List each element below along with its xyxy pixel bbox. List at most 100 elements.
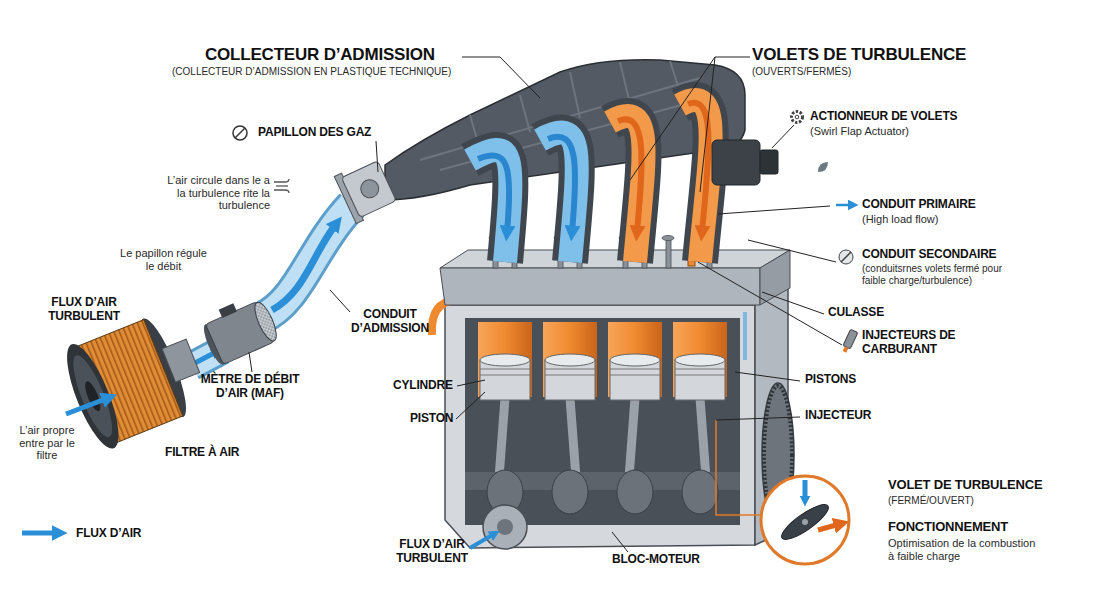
runner-1 bbox=[470, 150, 510, 262]
flow-arrow-sample bbox=[22, 531, 58, 536]
intake-duct bbox=[262, 205, 352, 318]
throttle-icon bbox=[233, 126, 247, 140]
runner-3 bbox=[610, 116, 644, 262]
engine-block bbox=[465, 318, 740, 525]
leader-lines bbox=[735, 372, 800, 381]
part-label: CONDUIT PRIMAIRE bbox=[862, 198, 975, 212]
throttle-icon bbox=[233, 126, 247, 140]
runner-1 bbox=[470, 150, 510, 262]
runner-4 bbox=[680, 100, 711, 262]
valves bbox=[666, 238, 671, 268]
wind-icon bbox=[274, 190, 289, 193]
flap-detail bbox=[803, 480, 808, 500]
part-label: PISTONS bbox=[805, 373, 856, 387]
gear-icon bbox=[792, 112, 803, 123]
detail-leader bbox=[716, 420, 761, 515]
runner-1 bbox=[478, 156, 509, 232]
part-heading: FONCTIONNEMENT bbox=[888, 520, 1008, 535]
part-heading: VOLETS DE TURBULENCE bbox=[752, 45, 966, 65]
part-label: CONDUIT D’ADMISSION bbox=[344, 308, 436, 336]
part-heading: VOLET DE TURBULENCE bbox=[888, 478, 1042, 493]
wind-icon bbox=[274, 179, 289, 182]
legend-text: FLUX D’AIR bbox=[76, 526, 141, 540]
legend-entry: FLUX D’AIR bbox=[18, 523, 141, 543]
crankshaft bbox=[552, 470, 588, 514]
leader-lines bbox=[762, 292, 824, 314]
valves bbox=[662, 236, 674, 241]
flap-detail bbox=[802, 519, 808, 525]
throttle-icon bbox=[235, 128, 245, 138]
leader-lines bbox=[457, 380, 485, 386]
air-filter bbox=[57, 304, 214, 454]
connecting-rods bbox=[499, 398, 706, 478]
leader-lines bbox=[700, 57, 715, 192]
part-label: PISTON bbox=[410, 412, 453, 426]
crank-pulley bbox=[483, 505, 527, 549]
part-subtitle: (COLLECTEUR D’ADMISSION EN PLASTIQUE TEC… bbox=[172, 66, 451, 78]
leader-lines bbox=[630, 57, 750, 180]
runner-3 bbox=[618, 119, 642, 232]
part-label: BLOC-MOTEUR bbox=[612, 553, 700, 567]
leader-lines bbox=[330, 290, 350, 312]
leader-lines bbox=[249, 352, 252, 372]
flap-detail bbox=[761, 476, 849, 564]
pistons bbox=[610, 369, 660, 375]
engine-block bbox=[743, 312, 747, 360]
part-subtitle: (High load flow) bbox=[862, 213, 938, 226]
part-label: MÈTRE DE DÉBIT D’AIR (MAF) bbox=[200, 373, 300, 401]
runner-3 bbox=[610, 116, 644, 262]
runner-4 bbox=[688, 103, 709, 232]
pistons bbox=[480, 354, 530, 366]
note-text: Le papillon régule le débit bbox=[116, 247, 211, 272]
note-text: L’air circule dans le a la turbulence ri… bbox=[164, 174, 270, 212]
flap-detail bbox=[761, 476, 849, 564]
wind-icon bbox=[276, 185, 288, 186]
connecting-rods bbox=[700, 398, 706, 478]
throttle-body bbox=[358, 177, 382, 201]
injector-icon bbox=[843, 329, 858, 349]
leader-lines bbox=[462, 57, 540, 98]
legend-swatch bbox=[18, 523, 70, 543]
pistons bbox=[545, 354, 595, 366]
pistons bbox=[545, 369, 595, 375]
part-heading: COLLECTEUR D’ADMISSION bbox=[205, 45, 435, 65]
part-label: INJECTEUR bbox=[805, 409, 871, 423]
throttle-body bbox=[341, 161, 396, 218]
gear-icon bbox=[792, 112, 803, 123]
primary-arrow-icon bbox=[836, 204, 852, 207]
crank-pulley bbox=[483, 505, 527, 549]
turbulent-arrow bbox=[470, 534, 494, 548]
flap-actuator bbox=[712, 140, 778, 185]
crank-pulley bbox=[497, 519, 513, 535]
part-label: CONDUIT SECONDAIRE bbox=[862, 248, 996, 262]
intake-duct bbox=[262, 205, 352, 318]
runner-2 bbox=[548, 137, 575, 232]
flap-actuator bbox=[760, 150, 778, 174]
part-subtitle: (FERMÉ/OUVERT) bbox=[888, 495, 974, 507]
flap-detail bbox=[818, 524, 840, 530]
leader-lines bbox=[716, 417, 800, 420]
part-label: FLUX D’AIR TURBULENT bbox=[388, 538, 476, 566]
intake-duct bbox=[262, 205, 352, 318]
leaf-icon bbox=[818, 162, 828, 172]
inflow-arrow bbox=[66, 398, 108, 414]
leader-lines bbox=[772, 125, 794, 148]
runner-2 bbox=[540, 133, 577, 262]
crankshaft bbox=[617, 470, 653, 514]
leader-lines bbox=[456, 392, 485, 419]
part-label: ACTIONNEUR DE VOLETS bbox=[810, 110, 957, 124]
runner-2 bbox=[540, 133, 577, 262]
injector-icon bbox=[841, 329, 858, 353]
throttle-body bbox=[334, 157, 398, 224]
leader-lines bbox=[698, 262, 842, 345]
crankshaft bbox=[682, 470, 718, 514]
leader-lines bbox=[748, 240, 836, 262]
part-subtitle: (Swirl Flap Actuator) bbox=[810, 125, 909, 138]
pistons bbox=[675, 369, 725, 375]
flap-detail bbox=[777, 499, 832, 544]
part-label: FLUX D’AIR TURBULENT bbox=[38, 296, 130, 324]
air-filter bbox=[162, 339, 200, 382]
runner-4 bbox=[680, 100, 711, 262]
part-label: INJECTEURS DE CARBURANT bbox=[862, 329, 958, 357]
